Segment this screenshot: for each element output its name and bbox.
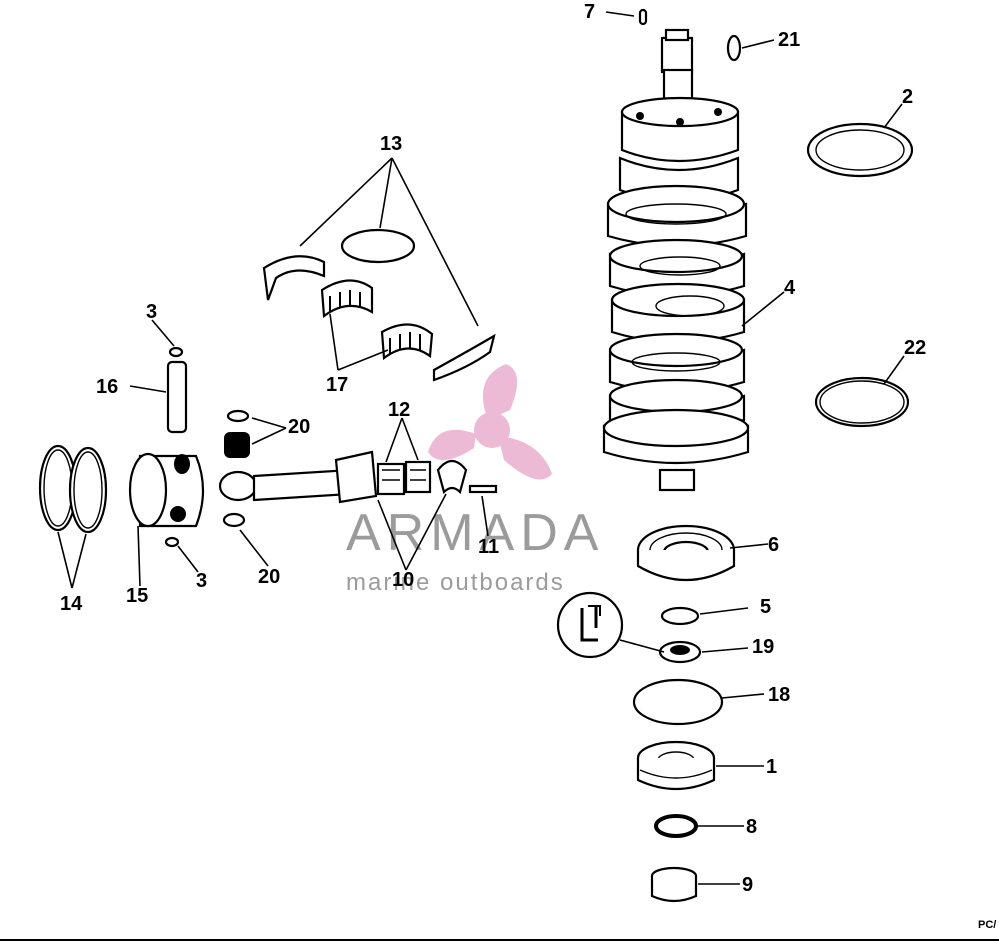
corner-code: PC/	[978, 919, 996, 931]
callout-19: 19	[752, 636, 774, 658]
needle-bearings-17	[320, 279, 434, 361]
tool-detail-circle	[556, 591, 665, 659]
callout-12: 12	[388, 399, 410, 421]
callout-20-bottom: 20	[258, 566, 280, 588]
seal-small	[658, 640, 702, 664]
watermark-subtitle: marine outboards	[346, 569, 565, 596]
piston-rings	[38, 444, 108, 534]
callouts: 7 21 2 4 22 6 5 19 18 1 8 9 13 17 12 3 1…	[60, 1, 926, 896]
rod-bearing-12	[376, 460, 432, 496]
rod-bolt	[468, 484, 498, 494]
retaining-ring	[660, 606, 700, 626]
callout-20-top: 20	[288, 416, 310, 438]
key	[638, 8, 648, 26]
ring-seal	[806, 122, 914, 178]
callout-6: 6	[768, 534, 779, 556]
o-ring-large	[814, 376, 910, 428]
callout-10: 10	[392, 569, 414, 591]
callout-4: 4	[784, 277, 796, 299]
oil-seal	[654, 814, 698, 838]
callout-8: 8	[746, 816, 757, 838]
armada-watermark: ARMADA marine outboards	[346, 364, 604, 596]
callout-9: 9	[742, 874, 753, 896]
propeller-logo	[428, 364, 552, 480]
callout-3-top: 3	[146, 301, 157, 323]
callout-15: 15	[126, 585, 148, 607]
callout-21: 21	[778, 29, 800, 51]
callout-3-bottom: 3	[196, 570, 207, 592]
callout-14: 14	[60, 593, 83, 615]
sleeve	[650, 866, 698, 903]
leader-lines	[57, 11, 905, 885]
pin-retainers	[164, 346, 184, 548]
callout-11: 11	[478, 536, 499, 558]
callout-2: 2	[902, 86, 913, 108]
callout-22: 22	[904, 337, 926, 359]
connecting-rod	[218, 450, 378, 504]
needle-bearing-rods	[222, 409, 250, 528]
callout-18: 18	[768, 684, 790, 706]
main-bearings-13	[262, 228, 496, 382]
callout-7: 7	[584, 1, 595, 23]
callout-1: 1	[766, 756, 777, 778]
small-ring	[726, 34, 742, 62]
piston	[128, 452, 205, 528]
callout-13: 13	[380, 133, 402, 155]
bearing-housing	[636, 740, 716, 791]
crankshaft	[602, 28, 750, 492]
wrist-pin	[166, 360, 188, 434]
ball-bearing	[636, 524, 736, 581]
o-ring-18	[632, 678, 724, 726]
callout-16: 16	[96, 376, 118, 398]
callout-5: 5	[760, 596, 771, 618]
watermark-name: ARMADA	[346, 504, 604, 562]
callout-17: 17	[326, 374, 348, 396]
rod-cap	[436, 459, 468, 495]
